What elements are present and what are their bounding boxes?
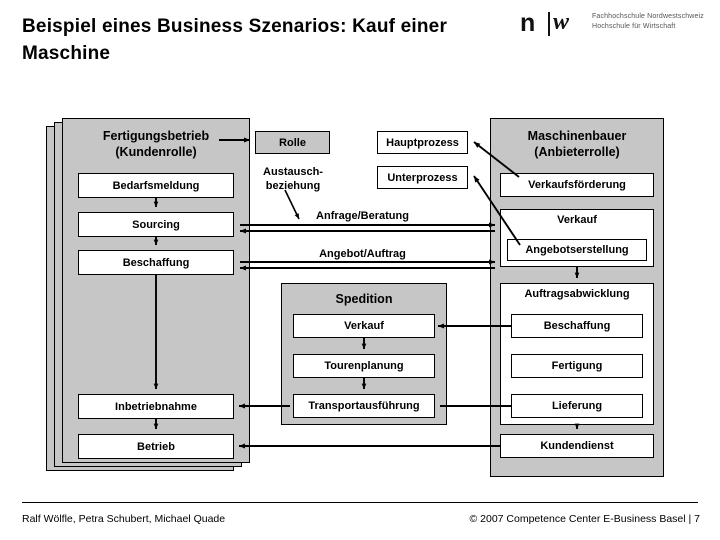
exchange-label-anfrage-beratung: Anfrage/Beratung <box>316 210 409 222</box>
process-verkaufsfoerderung[interactable]: Verkaufsförderung <box>500 173 654 197</box>
process-beschaffung-supplier[interactable]: Beschaffung <box>511 314 643 338</box>
process-fertigung[interactable]: Fertigung <box>511 354 643 378</box>
legend-sub-process-box: Unterprozess <box>377 166 468 189</box>
forwarder-panel-title: Spedition <box>335 292 393 306</box>
wire-anfrage-beratung <box>239 222 496 234</box>
process-lieferung[interactable]: Lieferung <box>511 394 643 418</box>
process-beschaffung-customer[interactable]: Beschaffung <box>78 250 234 275</box>
process-inbetriebnahme[interactable]: Inbetriebnahme <box>78 394 234 419</box>
process-verkauf-supplier-label: Verkauf <box>557 214 597 226</box>
process-betrieb[interactable]: Betrieb <box>78 434 234 459</box>
process-verkauf-spedition[interactable]: Verkauf <box>293 314 435 338</box>
legend-exchange-relation-label: Austausch- beziehung <box>263 166 323 192</box>
process-bedarfsmeldung[interactable]: Bedarfsmeldung <box>78 173 234 198</box>
process-tourenplanung[interactable]: Tourenplanung <box>293 354 435 378</box>
process-kundendienst[interactable]: Kundendienst <box>500 434 654 458</box>
logo-divider <box>548 12 550 36</box>
wire-angebot-auftrag <box>239 259 496 271</box>
footer-authors: Ralf Wölfle, Petra Schubert, Michael Qua… <box>22 513 226 525</box>
logo-wordmark-text: Fachhochschule Nordwestschweiz Hochschul… <box>592 13 704 30</box>
page-title: Beispiel eines Business Szenarios: Kauf … <box>22 16 448 64</box>
process-sourcing[interactable]: Sourcing <box>78 212 234 237</box>
legend-role-box: Rolle <box>255 131 330 154</box>
footer-copyright: © 2007 Competence Center E-Business Base… <box>469 513 700 525</box>
logo-letter-w: w <box>553 9 570 35</box>
process-auftragsabwicklung-label: Auftragsabwicklung <box>524 288 630 300</box>
exchange-label-angebot-auftrag: Angebot/Auftrag <box>319 248 406 260</box>
fhnw-logo: n w Fachhochschule Nordwestschweiz Hochs… <box>520 9 710 44</box>
customer-panel-title: Fertigungsbetrieb (Kundenrolle) <box>102 129 210 159</box>
footer-divider <box>22 502 698 503</box>
legend-main-process-box: Hauptprozess <box>377 131 468 154</box>
process-transportausfuehrung[interactable]: Transportausführung <box>293 394 435 418</box>
process-angebotserstellung[interactable]: Angebotserstellung <box>507 239 647 261</box>
supplier-panel-title: Maschinenbauer (Anbieterrolle) <box>527 129 627 159</box>
logo-letter-n: n <box>520 9 536 37</box>
